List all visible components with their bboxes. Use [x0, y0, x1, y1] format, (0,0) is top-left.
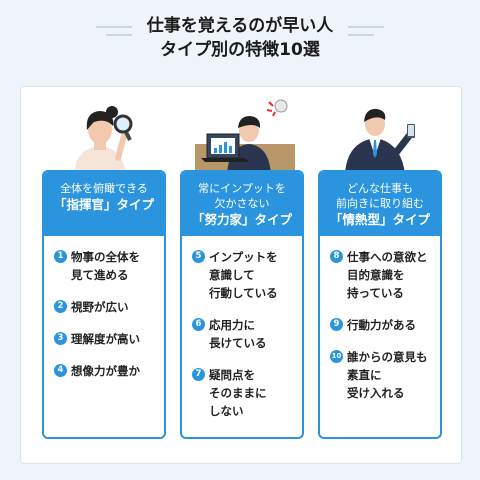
trait-list: 8 仕事への意欲と目的意識を持っている 9 行動力がある 10 誰からの意見も素直に受け入… — [320, 236, 440, 402]
number-badge: 9 — [330, 318, 343, 331]
trait-line: 仕事への意欲と — [347, 250, 428, 264]
trait-line: インプットを — [209, 250, 278, 264]
title-decoration-right — [348, 26, 384, 28]
trait-line: 疑問点を — [209, 368, 255, 382]
trait-text: 視野が広い — [71, 298, 129, 316]
trait-text: 誰からの意見も素直に受け入れる — [347, 348, 428, 402]
trait-item: 2 視野が広い — [54, 298, 160, 316]
type-description-2: 前向きに取り組む — [336, 197, 424, 210]
trait-line: 受け入れる — [347, 386, 405, 400]
number-badge: 7 — [192, 368, 205, 381]
trait-text: 想像力が豊か — [71, 362, 140, 380]
trait-item: 6 応用力に長けている — [192, 316, 298, 352]
title-decoration-left-2 — [106, 34, 132, 36]
trait-line: 想像力が豊か — [71, 364, 140, 378]
trait-text: 物事の全体を見て進める — [71, 248, 140, 284]
number-badge: 8 — [330, 250, 343, 263]
trait-line: 長けている — [209, 336, 267, 350]
trait-item: 4 想像力が豊か — [54, 362, 160, 380]
trait-line: 視野が広い — [71, 300, 129, 314]
trait-line: 誰からの意見も — [347, 350, 428, 364]
type-card-commander: 全体を俯瞰できる 「指揮官」タイプ 1 物事の全体を見て進める 2 視野が広い 3 理解度… — [42, 170, 166, 439]
number-badge: 4 — [54, 364, 67, 377]
trait-text: 疑問点をそのままにしない — [209, 366, 267, 420]
title-line-1: 仕事を覚えるのが早い人 — [146, 16, 334, 36]
type-description: 全体を俯瞰できる — [60, 182, 148, 195]
trait-line: 素直に — [347, 368, 382, 382]
trait-line: 応用力に — [209, 318, 255, 332]
trait-item: 5 インプットを意識して行動している — [192, 248, 298, 302]
trait-line: そのままに — [209, 386, 267, 400]
trait-list: 5 インプットを意識して行動している 6 応用力に長けている 7 疑問点をそのままにしない — [182, 236, 302, 420]
trait-line: 持っている — [347, 286, 404, 300]
type-card-header: 常にインプットを 欠かさない 「努力家」タイプ — [182, 172, 302, 236]
type-card-hard-worker: 常にインプットを 欠かさない 「努力家」タイプ 5 インプットを意識して行動してい… — [180, 170, 304, 439]
trait-item: 7 疑問点をそのままにしない — [192, 366, 298, 420]
trait-text: インプットを意識して行動している — [209, 248, 278, 302]
trait-line: 意識して — [209, 268, 255, 282]
type-name: 「指揮官」タイプ — [53, 197, 154, 212]
businessman-with-phone-icon — [345, 108, 415, 174]
number-badge: 5 — [192, 250, 205, 263]
trait-text: 仕事への意欲と目的意識を持っている — [347, 248, 428, 302]
trait-line: 目的意識を — [347, 268, 405, 282]
trait-text: 行動力がある — [347, 316, 416, 334]
person-at-laptop-icon — [195, 99, 295, 174]
title-line-2: タイプ別の特徴10選 — [160, 40, 320, 60]
trait-item: 9 行動力がある — [330, 316, 436, 334]
type-card-header: 全体を俯瞰できる 「指揮官」タイプ — [44, 172, 164, 236]
trait-item: 3 理解度が高い — [54, 330, 160, 348]
trait-item: 1 物事の全体を見て進める — [54, 248, 160, 284]
trait-text: 理解度が高い — [71, 330, 140, 348]
number-badge: 3 — [54, 332, 67, 345]
page-title: 仕事を覚えるのが早い人 タイプ別の特徴10選 — [0, 14, 480, 62]
number-badge: 6 — [192, 318, 205, 331]
trait-text: 応用力に長けている — [209, 316, 267, 352]
type-name: 「努力家」タイプ — [191, 212, 292, 227]
trait-line: 物事の全体を — [71, 250, 140, 264]
number-badge: 2 — [54, 300, 67, 313]
trait-item: 10 誰からの意見も素直に受け入れる — [330, 348, 436, 402]
title-decoration-right-2 — [348, 34, 374, 36]
trait-line: 見て進める — [71, 268, 129, 282]
woman-with-magnifier-icon — [74, 106, 133, 174]
type-card-header: どんな仕事も 前向きに取り組む 「情熱型」タイプ — [320, 172, 440, 236]
title-decoration-left — [96, 26, 132, 28]
type-description: 常にインプットを — [198, 182, 286, 195]
trait-line: 行動力がある — [347, 318, 416, 332]
type-description-2: 欠かさない — [214, 197, 270, 210]
trait-line: 行動している — [209, 286, 278, 300]
trait-item: 8 仕事への意欲と目的意識を持っている — [330, 248, 436, 302]
number-badge: 1 — [54, 250, 67, 263]
trait-line: しない — [209, 404, 244, 418]
number-badge: 10 — [330, 350, 343, 363]
type-description: どんな仕事も — [347, 182, 413, 195]
type-card-passionate: どんな仕事も 前向きに取り組む 「情熱型」タイプ 8 仕事への意欲と目的意識を持っ… — [318, 170, 442, 439]
type-name: 「情熱型」タイプ — [329, 212, 430, 227]
trait-line: 理解度が高い — [71, 332, 140, 346]
trait-list: 1 物事の全体を見て進める 2 視野が広い 3 理解度が高い 4 想像力が豊か — [44, 236, 164, 380]
